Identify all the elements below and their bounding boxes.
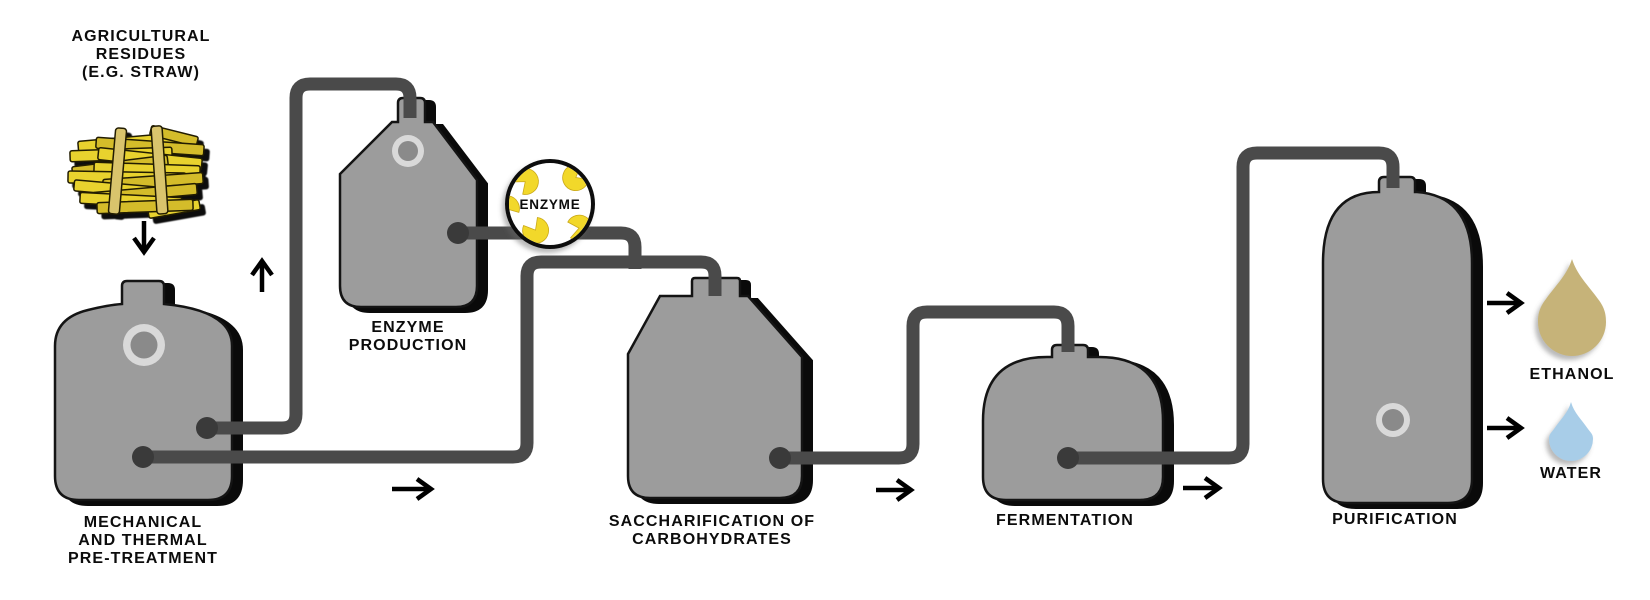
pipe-pretreatment-to-saccharification bbox=[143, 255, 722, 464]
label-ethanol: ETHANOL bbox=[1529, 366, 1615, 383]
label-enzyme-badge: ENZYME bbox=[519, 197, 581, 212]
pretreatment-tank bbox=[53, 279, 243, 506]
enzyme-porthole bbox=[398, 141, 418, 161]
pipes bbox=[143, 77, 1400, 465]
saccharification-tank bbox=[626, 276, 813, 504]
enzyme-production-tank bbox=[338, 96, 488, 313]
fermentation-tank bbox=[981, 343, 1174, 506]
label-water: WATER bbox=[1539, 465, 1603, 482]
saccharification-tank-body bbox=[626, 276, 804, 500]
label-pretreatment: MECHANICAL AND THERMAL PRE-TREATMENT bbox=[68, 514, 218, 567]
purification-tank bbox=[1321, 175, 1483, 509]
label-purification: PURIFICATION bbox=[1332, 511, 1458, 528]
purification-tank-body bbox=[1321, 175, 1474, 505]
pipe-saccharification-to-fermentation bbox=[780, 305, 1075, 465]
outlet-saccharification bbox=[769, 447, 791, 469]
label-agricultural-residues: AGRICULTURAL RESIDUES (E.G. STRAW) bbox=[71, 28, 211, 81]
pipe-pretreatment-to-enzyme bbox=[207, 77, 417, 435]
pipe-outlets bbox=[132, 222, 1079, 469]
pipe-fermentation-to-purification bbox=[1068, 146, 1400, 465]
outlet-pretreatment-lower bbox=[132, 446, 154, 468]
pretreatment-porthole bbox=[130, 331, 158, 359]
pipe-enzyme-to-saccharification bbox=[458, 226, 642, 269]
outlet-fermentation bbox=[1057, 447, 1079, 469]
fermentation-tank-body bbox=[981, 343, 1165, 502]
enzyme-tank-body bbox=[338, 96, 479, 309]
enzyme-badge bbox=[505, 159, 595, 249]
outlet-enzyme bbox=[447, 222, 469, 244]
label-saccharification: SACCHARIFICATION OF CARBOHYDRATES bbox=[608, 513, 816, 548]
outlet-pretreatment-upper bbox=[196, 417, 218, 439]
straw-bundle-icon bbox=[67, 125, 205, 219]
purification-porthole bbox=[1382, 409, 1404, 431]
ethanol-drop-icon bbox=[1538, 259, 1606, 356]
pretreatment-tank-body bbox=[53, 279, 234, 502]
water-drop-icon bbox=[1549, 402, 1593, 461]
flow-arrows bbox=[132, 221, 1525, 502]
label-enzyme-production: ENZYME PRODUCTION bbox=[348, 319, 468, 354]
label-fermentation: FERMENTATION bbox=[996, 512, 1134, 529]
